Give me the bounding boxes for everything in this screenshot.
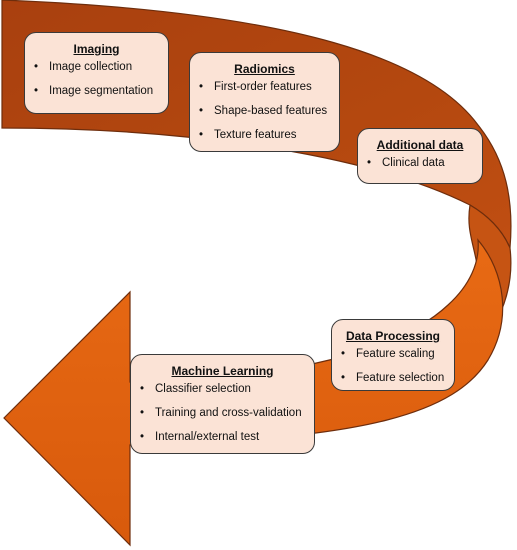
step-item: Internal/external test [140,430,314,444]
step-box-radiomics: Radiomics First-order features Shape-bas… [189,52,340,152]
step-item: First-order features [199,80,339,94]
step-item: Training and cross-validation [140,406,314,420]
step-title: Radiomics [234,62,295,76]
step-box-data-processing: Data Processing Feature scaling Feature … [331,319,455,391]
step-box-machine-learning: Machine Learning Classifier selection Tr… [130,354,315,454]
step-box-imaging: Imaging Image collection Image segmentat… [24,32,169,114]
step-item: Feature scaling [341,347,454,361]
step-item: Image segmentation [34,84,168,98]
step-title: Data Processing [345,329,441,343]
step-item: Image collection [34,60,168,74]
step-item: Texture features [199,128,339,142]
step-item: Clinical data [367,156,482,170]
step-title: Imaging [73,42,120,56]
step-item: Feature selection [341,371,454,385]
step-item: Classifier selection [140,382,314,396]
step-item: Shape-based features [199,104,339,118]
step-title: Machine Learning [171,364,274,378]
step-title: Additional data [376,138,464,152]
step-box-additional-data: Additional data Clinical data [357,128,483,184]
